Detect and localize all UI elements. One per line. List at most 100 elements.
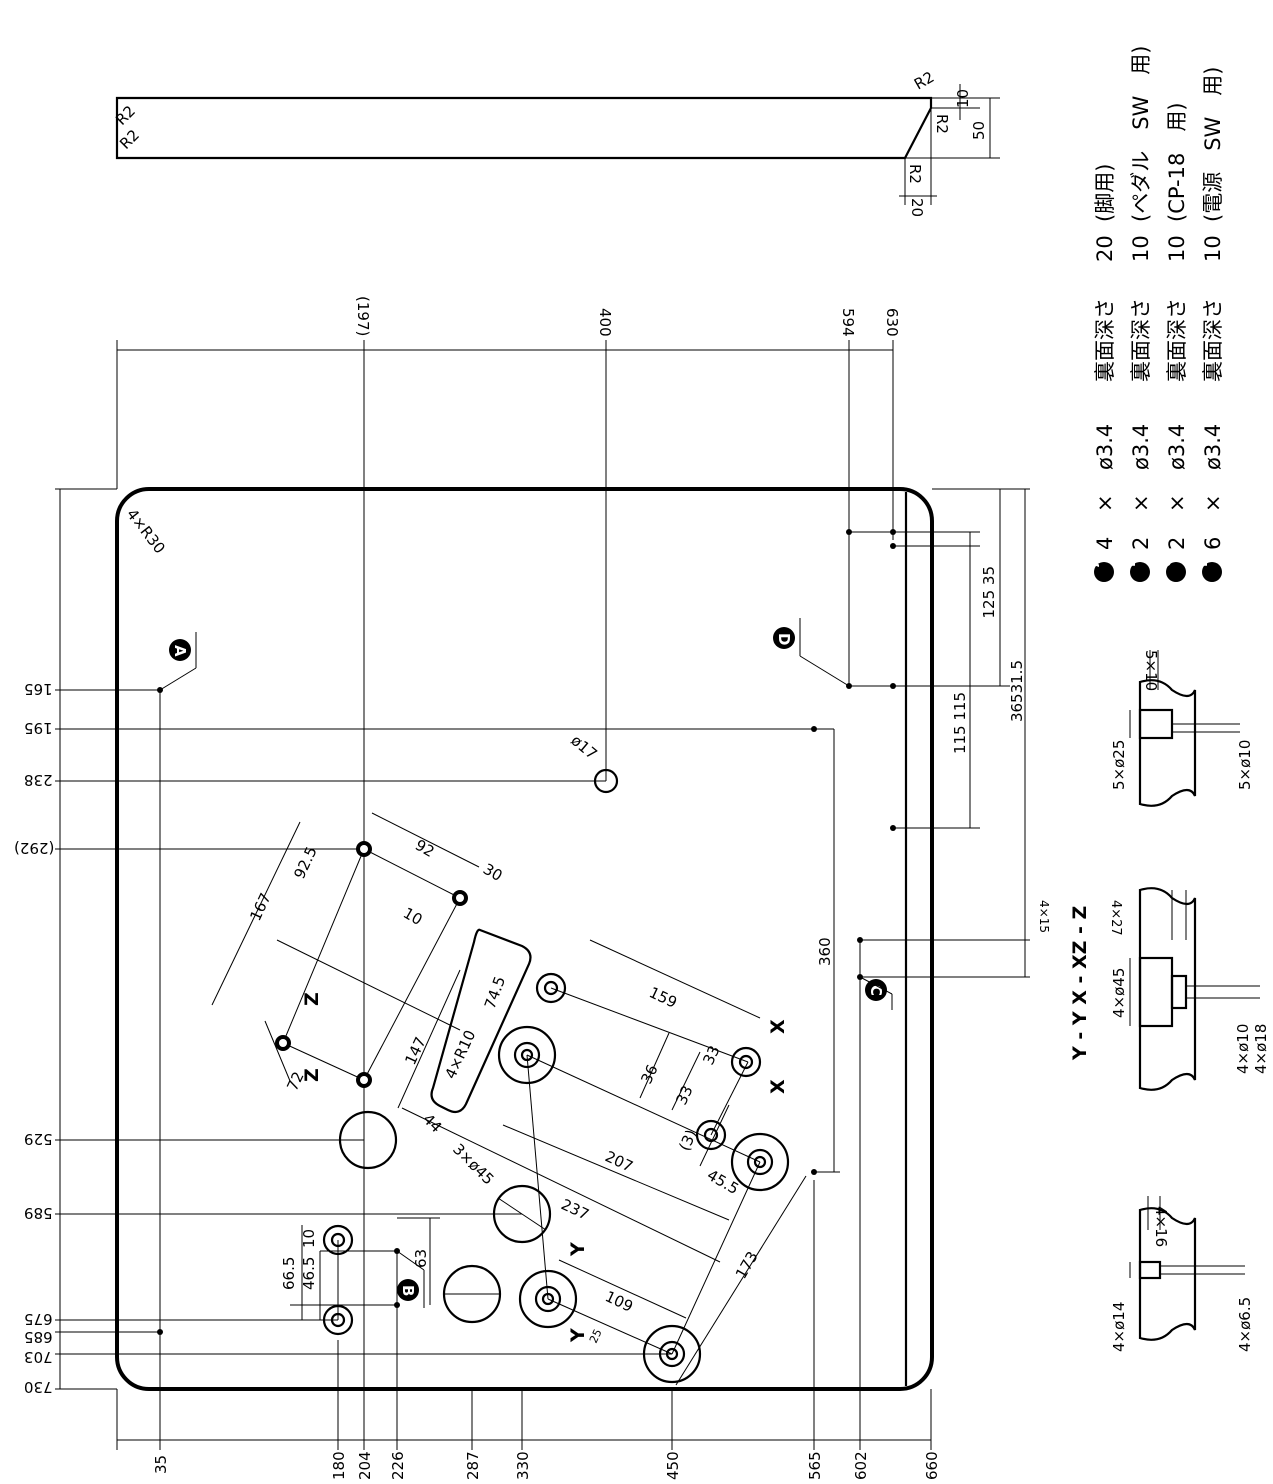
marker-a: A (159, 632, 197, 691)
marker-c: C (859, 976, 893, 1010)
svg-text:4×27: 4×27 (1108, 900, 1123, 936)
svg-text:5×ø10: 5×ø10 (1236, 740, 1254, 790)
svg-text:A: A (1088, 557, 1103, 567)
marker-d: D (773, 618, 850, 687)
svg-text:2: 2 (1129, 537, 1153, 550)
dim-180: 180 (330, 1451, 348, 1480)
svg-text:4×15: 4×15 (1037, 900, 1051, 933)
dim-173: 173 (732, 1248, 762, 1282)
dim-197: (197) (354, 296, 372, 336)
table-plate: 4×R30 (115, 487, 934, 1391)
svg-text:ø3.4: ø3.4 (1093, 424, 1117, 470)
svg-text:×: × (1165, 494, 1189, 512)
dim-660: 660 (923, 1451, 941, 1480)
dim-292: (292) (14, 839, 54, 857)
dim-602: 602 (852, 1451, 870, 1480)
section-mark-x: X (767, 1019, 789, 1034)
svg-text:4×16: 4×16 (1152, 1206, 1170, 1247)
svg-text:4×ø18: 4×ø18 (1252, 1024, 1270, 1074)
side-dim-20: 20 (908, 198, 926, 217)
side-r2-label: R2 (906, 164, 924, 184)
svg-text:4×ø45: 4×ø45 (1110, 968, 1128, 1018)
dim-589: 589 (24, 1204, 53, 1222)
dim-diam-17: ø17 (567, 731, 600, 763)
dim-63: 63 (412, 1249, 430, 1268)
counterbore-hole (730, 1132, 790, 1192)
dim-46-5: 46.5 (300, 1257, 318, 1290)
svg-text:裏面深さ: 裏面深さ (1093, 298, 1117, 382)
large-hole (492, 1184, 552, 1244)
svg-text:10: 10 (1165, 235, 1189, 262)
svg-text:裏面深さ: 裏面深さ (1129, 298, 1153, 382)
dim-125-35: 125 35 (980, 566, 998, 619)
dim-226: 226 (389, 1451, 407, 1480)
svg-text:D: D (1196, 556, 1211, 567)
svg-text:Y - Y X - XZ - Z: Y - Y X - XZ - Z (1069, 906, 1091, 1061)
svg-text:裏面深さ: 裏面深さ (1165, 298, 1189, 382)
side-dim-10: 10 (954, 89, 972, 108)
svg-text:6: 6 (1201, 537, 1225, 550)
dim-630: 630 (883, 308, 901, 337)
bottom-dimensions: 35 180 204 226 287 330 450 565 602 660 (152, 1451, 941, 1480)
dim-207: 207 (602, 1147, 636, 1175)
dim-45-5: 45.5 (704, 1166, 742, 1198)
dim-36: 36 (637, 1062, 661, 1087)
right-dimensions: 125 35 115 115 36531.5 (951, 566, 1026, 754)
dim-730: 730 (24, 1378, 53, 1396)
section-mark-z: Z (301, 992, 323, 1006)
svg-text:×: × (1093, 494, 1117, 512)
section-mark-y: Y (567, 1242, 589, 1257)
dim-35: 35 (152, 1455, 170, 1474)
dim-25: 25 (587, 1327, 605, 1345)
dim-204: 204 (356, 1451, 374, 1480)
dim-92: 92 (412, 836, 438, 861)
legend: A 4 × ø3.4 裏面深さ 20 (脚用) B 2 × ø3.4 裏面深さ … (1088, 46, 1225, 582)
svg-text:D: D (775, 633, 793, 645)
svg-text:C: C (1160, 557, 1175, 567)
counterbore-hole (322, 1304, 354, 1336)
svg-text:B: B (1124, 557, 1139, 567)
dim-66-5: 66.5 (280, 1257, 298, 1290)
extension-lines (55, 340, 1030, 1450)
dim-450: 450 (664, 1451, 682, 1480)
svg-text:(ペダル SW 用): (ペダル SW 用) (1129, 46, 1153, 222)
counterbore-hole (695, 1119, 727, 1151)
svg-text:ø3.4: ø3.4 (1165, 424, 1189, 470)
svg-text:(CP-18 用): (CP-18 用) (1165, 102, 1189, 222)
svg-text:10: 10 (1201, 235, 1225, 262)
counterbore-hole (518, 1269, 578, 1329)
counterbore-hole (322, 1224, 354, 1256)
section-mark-z: Z (301, 1068, 323, 1082)
marker-b: B (396, 1250, 425, 1308)
svg-text:10: 10 (1129, 235, 1153, 262)
dim-675: 675 (24, 1310, 53, 1328)
svg-text:ø3.4: ø3.4 (1201, 424, 1225, 470)
svg-text:5×10: 5×10 (1142, 650, 1160, 691)
dim-159: 159 (646, 983, 680, 1011)
dim-44: 44 (419, 1110, 445, 1136)
legend-row-c: C 2 × ø3.4 裏面深さ 10 (CP-18 用) (1160, 102, 1189, 582)
top-dimensions: (197) 400 594 630 (354, 296, 901, 337)
section-view-2: Y - Y X - XZ - Z 4×27 4×15 4×ø45 4×ø10 4… (1037, 887, 1270, 1091)
svg-text:4: 4 (1093, 537, 1117, 550)
dim-147: 147 (401, 1034, 429, 1068)
svg-text:20: 20 (1093, 235, 1117, 262)
dim-115-115: 115 115 (951, 692, 969, 754)
svg-text:(脚用): (脚用) (1093, 164, 1117, 222)
counterbore-hole (642, 1324, 702, 1384)
hole-17 (593, 768, 619, 794)
legend-row-d: D 6 × ø3.4 裏面深さ 10 (電源 SW 用) (1196, 67, 1225, 582)
section-view-3: 4×16 4×ø14 4×ø6.5 (1110, 1196, 1254, 1352)
dim-30: 30 (480, 860, 506, 885)
dim-360: 360 (816, 937, 834, 966)
legend-row-a: A 4 × ø3.4 裏面深さ 20 (脚用) (1088, 164, 1117, 582)
section-marks: Z Z X X Y Y (301, 992, 789, 1343)
dim-33: 33 (699, 1043, 723, 1068)
svg-text:2: 2 (1165, 537, 1189, 550)
counterbore-hole (730, 1046, 762, 1078)
dim-165: 165 (24, 680, 53, 698)
svg-text:4×ø10: 4×ø10 (1234, 1024, 1252, 1074)
svg-text:ø3.4: ø3.4 (1129, 424, 1153, 470)
svg-text:×: × (1201, 494, 1225, 512)
